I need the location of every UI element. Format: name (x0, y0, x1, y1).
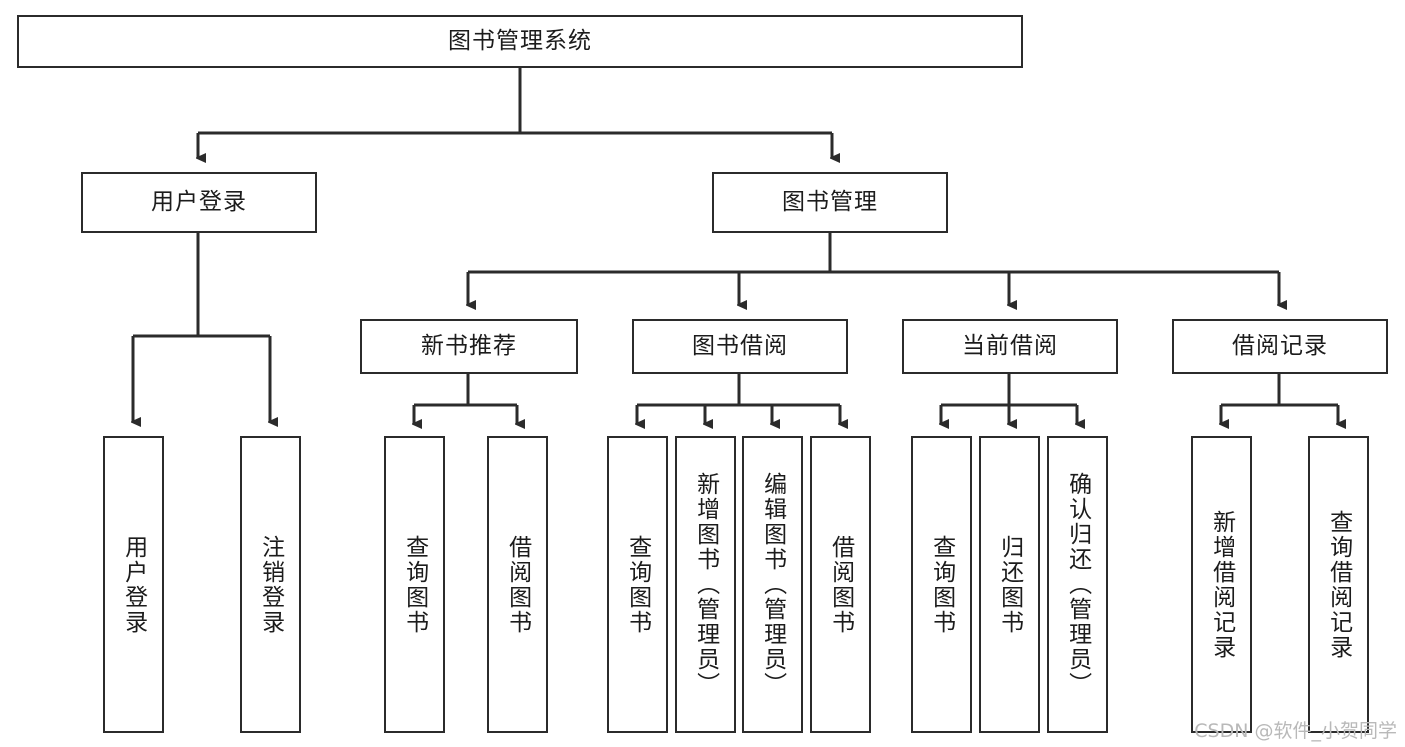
leaf-logout[interactable]: 注销登录 (240, 436, 301, 733)
node-borrow-record-label: 借阅记录 (1232, 332, 1328, 359)
leaf-add-borrow-record-label: 新增借阅记录 (1208, 509, 1235, 660)
leaf-new-book-borrow-label: 借阅图书 (504, 534, 531, 635)
leaf-query-borrow-record[interactable]: 查询借阅记录 (1308, 436, 1369, 733)
leaf-borrow-query-book[interactable]: 查询图书 (607, 436, 668, 733)
node-borrow-record[interactable]: 借阅记录 (1172, 319, 1388, 374)
leaf-user-login-label: 用户登录 (120, 534, 147, 635)
leaf-add-book-admin-label: 新增图书（管理员） (692, 472, 719, 697)
node-book-borrow[interactable]: 图书借阅 (632, 319, 848, 374)
node-new-book-recommend[interactable]: 新书推荐 (360, 319, 578, 374)
node-user-login[interactable]: 用户登录 (81, 172, 317, 233)
leaf-new-book-borrow[interactable]: 借阅图书 (487, 436, 548, 733)
leaf-new-book-query[interactable]: 查询图书 (384, 436, 445, 733)
leaf-user-login[interactable]: 用户登录 (103, 436, 164, 733)
leaf-confirm-return-admin[interactable]: 确认归还（管理员） (1047, 436, 1108, 733)
leaf-edit-book-admin-label: 编辑图书（管理员） (759, 472, 786, 697)
leaf-confirm-return-admin-label: 确认归还（管理员） (1064, 472, 1091, 697)
node-current-borrow[interactable]: 当前借阅 (902, 319, 1118, 374)
leaf-edit-book-admin[interactable]: 编辑图书（管理员） (742, 436, 803, 733)
node-current-borrow-label: 当前借阅 (962, 332, 1058, 359)
leaf-current-query-book[interactable]: 查询图书 (911, 436, 972, 733)
node-new-book-recommend-label: 新书推荐 (421, 332, 517, 359)
leaf-current-query-book-label: 查询图书 (928, 534, 955, 635)
leaf-add-book-admin[interactable]: 新增图书（管理员） (675, 436, 736, 733)
node-book-management-label: 图书管理 (782, 188, 878, 215)
leaf-new-book-query-label: 查询图书 (401, 534, 428, 635)
node-user-login-label: 用户登录 (151, 188, 247, 215)
leaf-logout-label: 注销登录 (257, 534, 284, 635)
watermark: CSDN @软件_小贺同学 (1194, 720, 1397, 742)
node-root[interactable]: 图书管理系统 (17, 15, 1023, 68)
node-book-borrow-label: 图书借阅 (692, 332, 788, 359)
node-root-label: 图书管理系统 (448, 27, 592, 54)
leaf-add-borrow-record[interactable]: 新增借阅记录 (1191, 436, 1252, 733)
leaf-return-book[interactable]: 归还图书 (979, 436, 1040, 733)
leaf-borrow-query-book-label: 查询图书 (624, 534, 651, 635)
node-book-management[interactable]: 图书管理 (712, 172, 948, 233)
leaf-query-borrow-record-label: 查询借阅记录 (1325, 509, 1352, 660)
leaf-borrow-book[interactable]: 借阅图书 (810, 436, 871, 733)
leaf-return-book-label: 归还图书 (996, 534, 1023, 635)
leaf-borrow-book-label: 借阅图书 (827, 534, 854, 635)
